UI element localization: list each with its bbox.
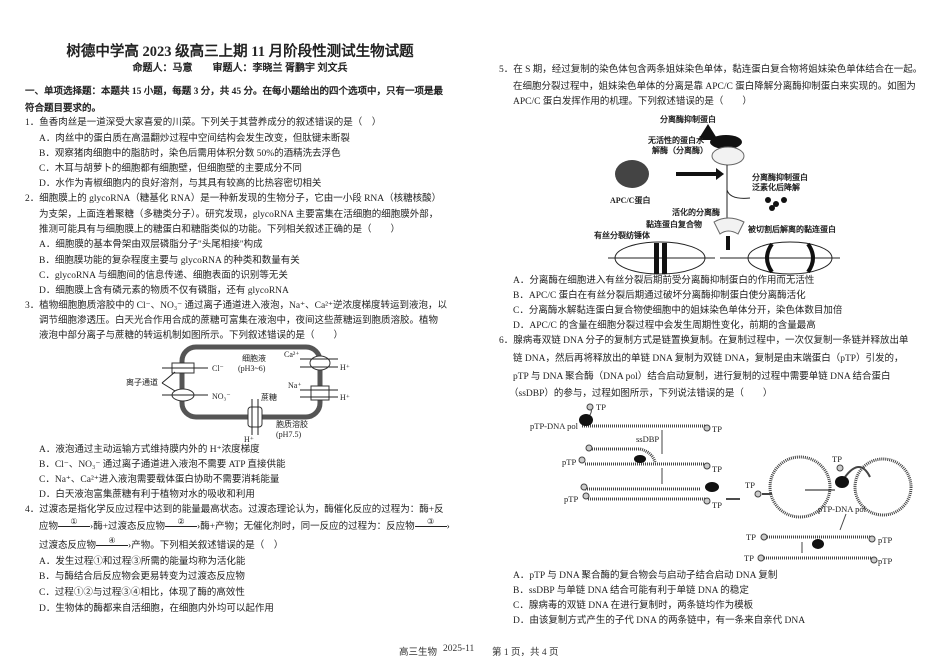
ssdbp-label: ssDBP xyxy=(636,434,659,444)
footer-date: 2025-11 xyxy=(443,644,475,654)
question-stem: 1．鱼香肉丝是一道深受大家喜爱的川菜。下列关于其营养成分的叙述错误的是（ ） xyxy=(25,118,382,128)
vacuole-transport-diagram: Cl⁻ NO₃⁻ 离子通道 细胞液 (pH3~6) Ca²⁺ H⁺ Na⁺ H⁺… xyxy=(126,344,350,443)
inhibitor-label: 分离酶抑制蛋白 xyxy=(660,114,716,124)
ptp-label: pTP xyxy=(562,457,576,467)
tp-label: TP xyxy=(712,500,722,510)
option-c[interactable]: C．腺病毒的双链 DNA 在进行复制时，两条链均作为模板 xyxy=(513,601,754,611)
option-d[interactable]: D．白天液泡富集蔗糖有利于植物对水的吸收和利用 xyxy=(39,490,255,500)
degraded-label: 泛素化后降解 xyxy=(752,182,800,192)
option-c[interactable]: C．木耳与胡萝卜的细胞都有细胞壁，但细胞壁的主要成分不同 xyxy=(39,164,302,174)
vacuole-ph: (pH3~6) xyxy=(238,364,266,373)
active-label: 活化的分离酶 xyxy=(672,207,720,217)
option-b[interactable]: B．与酶结合后反应物会更易转变为过渡态反应物 xyxy=(39,572,245,582)
option-b[interactable]: B．Cl⁻、NO₃⁻ 通过离子通道进入液泡不需要 ATP 直接供能 xyxy=(39,460,286,470)
tp-label: TP xyxy=(746,532,756,542)
option-d[interactable]: D．水作为青椒细胞内的良好溶剂，与其具有较高的比热容密切相关 xyxy=(39,179,322,189)
option-b[interactable]: B．细胞膜功能的复杂程度主要与 glycoRNA 的种类和数量有关 xyxy=(39,256,300,266)
channel-label: 离子通道 xyxy=(126,377,158,387)
no3-label: NO₃⁻ xyxy=(212,392,231,401)
question-stem: 应物①›酶+过渡态反应物②›酶+产物；无催化剂时，同一反应的过程为：反应物③› xyxy=(39,517,450,532)
h-label: H⁺ xyxy=(244,435,254,443)
ptp-pol-label: pTP-DNA pol xyxy=(530,421,579,431)
question-stem: pTP 与 DNA 聚合酶（DNA pol）结合启动复制，进行复制的过程中需要单… xyxy=(513,372,891,382)
na-label: Na⁺ xyxy=(288,381,302,390)
text: 过渡态反应物 xyxy=(39,541,97,551)
question-stem: 4．过渡态是指化学反应过程中达到的能量最高状态。过渡态理论认为，酶催化反应的过程… xyxy=(25,505,444,515)
tp-label: TP xyxy=(596,402,606,412)
option-a[interactable]: A．液泡通过主动运输方式维持膜内外的 H⁺浓度梯度 xyxy=(39,445,260,455)
cl-label: Cl⁻ xyxy=(212,364,224,373)
tp-label: TP xyxy=(832,454,842,464)
ca-label: Ca²⁺ xyxy=(284,350,300,359)
ptp-label: pTP xyxy=(878,535,892,545)
option-c[interactable]: C．过程①②与过程③④相比，体现了酶的高效性 xyxy=(39,588,245,598)
question-stem: 过渡态反应物④›产物。下列相关叙述错误的是（ ） xyxy=(39,536,284,551)
spindle-label: 有丝分裂纺锤体 xyxy=(594,230,651,240)
tp-label: TP xyxy=(745,480,755,490)
text: 酶+过渡态反应物 xyxy=(93,522,166,532)
section-line: 符合题目要求的。 xyxy=(25,104,102,114)
question-stem: APC/C 蛋白发挥作用的机理。下列叙述错误的是（ ） xyxy=(513,97,752,107)
option-d[interactable]: D．细胞膜上含有磷元素的物质不仅有磷脂，还有 glycoRNA xyxy=(39,286,289,296)
tp-label: TP xyxy=(744,553,754,563)
option-c[interactable]: C．Na⁺、Ca²⁺进入液泡需要载体蛋白协助不需要消耗能量 xyxy=(39,475,280,485)
section-line: 一、单项选择题：本题共 15 小题，每题 3 分，共 45 分。在每小题给出的四… xyxy=(25,87,444,97)
vacuole-label: 细胞液 xyxy=(242,353,266,363)
option-d[interactable]: D．生物体的酶都来自活细胞，在细胞内外均可以起作用 xyxy=(39,604,274,614)
question-stem: 3．植物细胞胞质溶胶中的 Cl⁻、NO₃⁻ 通过离子通道进入液泡，Na⁺、Ca²… xyxy=(25,301,448,311)
degraded-label: 分离酶抑制蛋白 xyxy=(752,172,808,182)
cleaved-label: 被切割后解离的黏连蛋白 xyxy=(748,224,836,234)
option-d[interactable]: D．APC/C 的含量在细胞分裂过程中会发生周期性变化，前期的含量最高 xyxy=(513,321,816,331)
ptp-pol-label: pTP-DNA pol xyxy=(818,504,867,514)
tp-label: TP xyxy=(712,424,722,434)
h-label: H⁺ xyxy=(340,363,350,372)
page-title: 树德中学高 2023 级高三上期 11 月阶段性测试生物试题 xyxy=(66,44,414,60)
option-d[interactable]: D．由该复制方式产生的子代 DNA 的两条链中，有一条来自亲代 DNA xyxy=(513,616,806,626)
option-c[interactable]: C．glycoRNA 与细胞间的信息传递、细胞表面的识别等无关 xyxy=(39,271,288,281)
authors: 命题人：马意 审题人：李晓兰 胥鹏宇 刘文兵 xyxy=(132,63,348,74)
apc-label: APC/C蛋白 xyxy=(610,195,650,205)
option-a[interactable]: A．发生过程①和过程③所需的能量均称为活化能 xyxy=(39,557,246,567)
apc-mechanism-diagram: 分离酶抑制蛋白 无活性的蛋白水 解酶（分离酶） APC/C蛋白 分离酶抑制蛋白 … xyxy=(594,114,840,275)
option-b[interactable]: B．观察猪肉细胞中的脂肪时，染色后需用体积分数 50%的酒精洗去浮色 xyxy=(39,149,341,159)
footer-page: 第 1 页，共 4 页 xyxy=(492,648,559,658)
sucrose-label: 蔗糖 xyxy=(261,392,277,402)
question-stem: 2．细胞膜上的 glycoRNA（糖基化 RNA）是一种新发现的生物分子，它由一… xyxy=(25,194,442,204)
text: 产物。下列相关叙述错误的是（ ） xyxy=(131,541,284,551)
option-a[interactable]: A．pTP 与 DNA 聚合酶的复合物会与启动子结合启动 DNA 复制 xyxy=(513,571,778,581)
text: 酶+产物；无催化剂时，同一反应的过程为：反应物 xyxy=(200,522,415,532)
cytosol-label: 胞质溶胶 xyxy=(276,419,308,429)
question-stem: 液泡中部分离子与蔗糖的转运机制如图所示。下列叙述错误的是（ ） xyxy=(39,331,344,341)
option-b[interactable]: B．APC/C 蛋白在有丝分裂后期通过破坏分离酶抑制蛋白使分离酶活化 xyxy=(513,291,806,301)
h-label: H⁺ xyxy=(340,393,350,402)
ptp-label: pTP xyxy=(564,494,578,504)
question-stem: 调节细胞渗透压。白天光合作用合成的蔗糖可富集在液泡中，夜间这些蔗糖运到胞质溶胶。… xyxy=(39,316,439,326)
reaction-arrow-4: ④ xyxy=(96,536,129,546)
question-stem: 链 DNA，然后再将释放出的单链 DNA 复制为双链 DNA，复制是由末端蛋白（… xyxy=(513,354,904,364)
inactive-label: 解酶（分离酶） xyxy=(652,145,708,155)
dna-replication-diagram: TP pTP-DNA pol TP ssDBP pTP TP pTP TP TP… xyxy=(530,402,913,566)
option-a[interactable]: A．细胞膜的基本骨架由双层磷脂分子"头尾相接"构成 xyxy=(39,240,263,250)
reaction-arrow-3: ③ xyxy=(414,517,447,527)
cohesin-label: 黏连蛋白复合物 xyxy=(646,219,702,229)
reaction-arrow-2: ② xyxy=(165,517,198,527)
cytosol-ph: (pH7.5) xyxy=(276,430,301,439)
reaction-arrow-1: ① xyxy=(58,517,91,527)
footer-subject: 高三生物 xyxy=(399,648,438,658)
option-a[interactable]: A．分离酶在细胞进入有丝分裂后期前受分离酶抑制蛋白的作用而无活性 xyxy=(513,276,815,286)
question-stem: （ssDBP）的参与，过程如图所示，下列说法错误的是（ ） xyxy=(509,389,773,399)
question-stem: 在细胞分裂过程中，姐妹染色单体的分离是靠 APC/C 蛋白降解分离酶抑制蛋白来实… xyxy=(513,82,916,92)
text: 应物 xyxy=(39,522,59,532)
tp-label: TP xyxy=(712,464,722,474)
option-a[interactable]: A．肉丝中的蛋白质在高温翻炒过程中空间结构会发生改变，但肽键未断裂 xyxy=(39,134,350,144)
inactive-label: 无活性的蛋白水 xyxy=(647,135,705,145)
question-stem: 5．在 S 期，经过复制的染色体包含两条姐妹染色单体，黏连蛋白复合物将姐妹染色单… xyxy=(499,65,923,75)
option-b[interactable]: B．ssDBP 与单链 DNA 结合可能有利于单链 DNA 的稳定 xyxy=(513,586,749,596)
question-stem: 推测可能具有与细胞膜上的糖蛋白和糖脂类似的功能。下列相关叙述正确的是（ ） xyxy=(39,225,401,235)
question-stem: 为支架，上面连着聚糖（多糖类分子）。研究发现，glycoRNA 主要富集在活细胞… xyxy=(39,210,439,220)
ptp-label: pTP xyxy=(878,556,892,566)
option-c[interactable]: C．分离酶水解黏连蛋白复合物使细胞中的姐妹染色单体分开，染色体数目加倍 xyxy=(513,306,843,316)
question-stem: 6．腺病毒双链 DNA 分子的复制方式是链置换复制。在复制过程中，一次仅复制一条… xyxy=(499,336,909,346)
